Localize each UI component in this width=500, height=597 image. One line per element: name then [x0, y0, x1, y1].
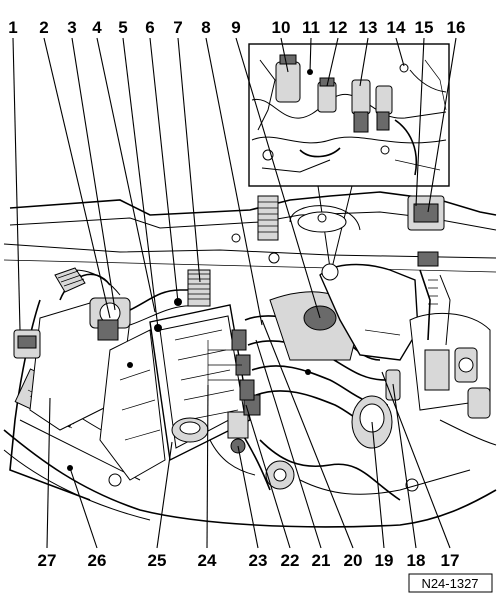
callout-15: 15	[415, 18, 434, 37]
callout-23: 23	[249, 551, 268, 570]
callout-10: 10	[272, 18, 291, 37]
callout-6: 6	[145, 18, 154, 37]
callout-25: 25	[148, 551, 167, 570]
callout-12: 12	[329, 18, 348, 37]
callout-22: 22	[281, 551, 300, 570]
figure-reference: N24-1327	[408, 573, 493, 593]
callout-16: 16	[447, 18, 466, 37]
callout-3: 3	[67, 18, 76, 37]
callout-20: 20	[344, 551, 363, 570]
engine-bay-drawing	[3, 191, 497, 528]
callout-11: 11	[302, 18, 320, 37]
callout-leaders	[12, 37, 457, 549]
callout-2: 2	[39, 18, 48, 37]
callout-7: 7	[173, 18, 182, 37]
callout-1: 1	[8, 18, 17, 37]
callout-4: 4	[92, 18, 102, 37]
callout-24: 24	[198, 551, 217, 570]
callouts-bottom-row: 27 26 25 24 23 22 21 20 19 18 17	[38, 551, 460, 570]
callout-14: 14	[387, 18, 406, 37]
callout-9: 9	[231, 18, 240, 37]
callout-17: 17	[441, 551, 460, 570]
inset-detail-view	[248, 43, 450, 269]
callout-27: 27	[38, 551, 57, 570]
callout-21: 21	[312, 551, 331, 570]
callout-19: 19	[375, 551, 394, 570]
callouts-top-row: 1 2 3 4 5 6 7 8 9 10 11 12 13 14 15 16	[8, 18, 465, 37]
callout-13: 13	[359, 18, 378, 37]
callout-26: 26	[88, 551, 107, 570]
callout-5: 5	[118, 18, 127, 37]
callout-18: 18	[407, 551, 426, 570]
figure-reference-code: N24-1327	[421, 576, 478, 591]
callout-8: 8	[201, 18, 210, 37]
